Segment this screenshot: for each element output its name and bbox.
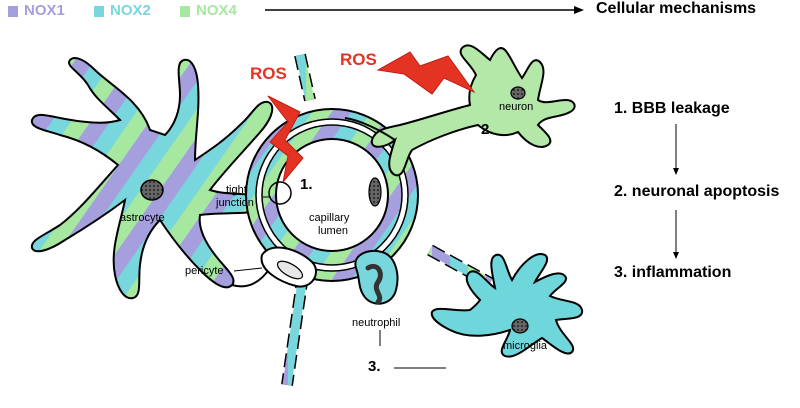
ros-bolt-left [267, 95, 304, 183]
neuron-cell [344, 44, 576, 177]
astrocyte-cell [30, 57, 274, 300]
mechanism-3: 3. inflammation [614, 264, 732, 281]
label-tight-junction-line1: tight [226, 184, 247, 196]
ros-label-right: ROS [340, 50, 377, 69]
header-arrow [265, 6, 584, 14]
mechanism-1: 1. BBB leakage [614, 100, 730, 117]
label-lumen: lumen [318, 225, 348, 237]
marker-2: 2. [481, 121, 494, 138]
label-neuron: neuron [499, 101, 534, 113]
marker-3: 3. [368, 358, 381, 375]
mechanism-2: 2. neuronal apoptosis [614, 183, 780, 200]
pericyte-cell [233, 246, 317, 288]
legend-swatch-nox4 [180, 6, 190, 17]
label-tight-junction-line2: junction [216, 197, 254, 209]
legend-label-nox1: NOX1 [24, 2, 65, 19]
label-neutrophil: neutrophil [352, 317, 401, 329]
legend-swatch-nox1 [8, 6, 18, 17]
microglia-cell [394, 253, 584, 369]
marker-1: 1. [300, 176, 313, 193]
label-pericyte: pericyte [185, 265, 224, 277]
label-capillary: capillary [309, 212, 350, 224]
label-microglia: microglia [503, 340, 548, 352]
neutrophil-cell [354, 249, 399, 346]
legend-swatch-nox2 [94, 6, 104, 17]
ros-label-left: ROS [250, 64, 287, 83]
header-title: Cellular mechanisms [596, 0, 757, 17]
ros-bolt-right [376, 51, 476, 95]
tight-junction-marker [268, 181, 292, 205]
legend-label-nox2: NOX2 [110, 2, 151, 19]
legend-label-nox4: NOX4 [196, 2, 237, 19]
label-astrocyte: astrocyte [120, 212, 165, 224]
mechanism-arrows [673, 124, 679, 259]
